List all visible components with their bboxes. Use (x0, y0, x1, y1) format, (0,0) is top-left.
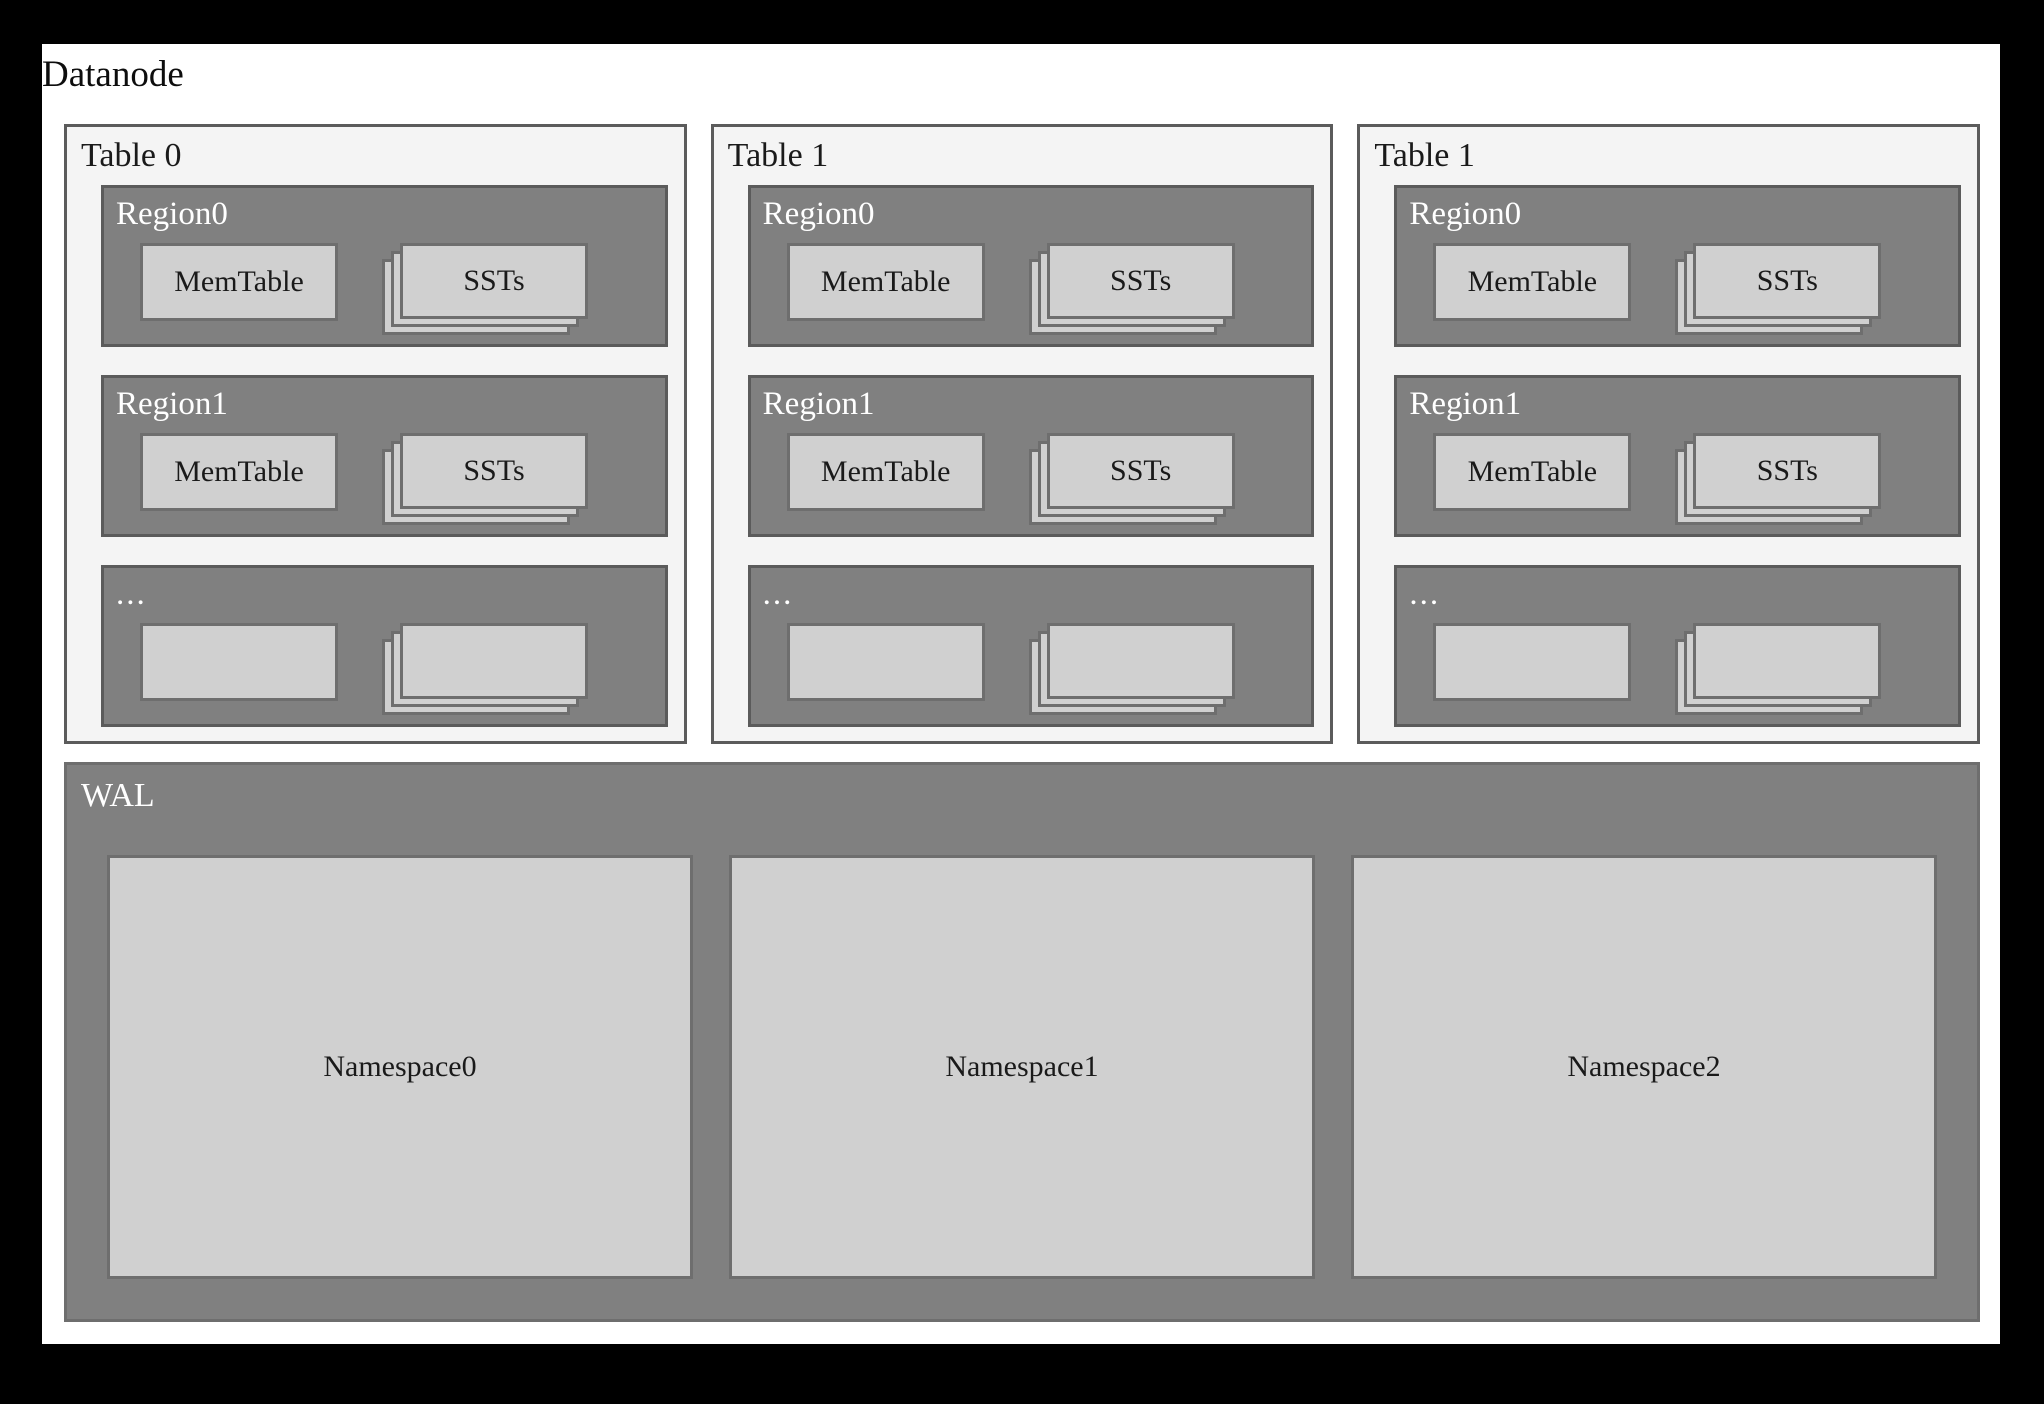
table-label: Table 0 (81, 137, 182, 174)
memtable-box[interactable] (786, 623, 985, 701)
ssts-stack[interactable] (1675, 623, 1885, 715)
ssts-sheet-front: SSTs (400, 433, 588, 509)
region-label: Region1 (762, 386, 875, 422)
region-ellipsis[interactable]: ... (747, 565, 1315, 727)
ssts-sheet-front: SSTs (400, 243, 588, 319)
region-contents: MemTable SSTs (1433, 243, 1942, 335)
region-contents: MemTable SSTs (786, 433, 1296, 525)
ssts-stack[interactable]: SSTs (382, 433, 592, 525)
ssts-sheet-front: SSTs (1046, 433, 1235, 509)
ssts-stack[interactable]: SSTs (1028, 433, 1239, 525)
memtable-box[interactable]: MemTable (140, 433, 338, 511)
ssts-stack[interactable] (1028, 623, 1239, 715)
ssts-stack[interactable]: SSTs (1675, 433, 1885, 525)
region-contents (140, 623, 649, 715)
memtable-box[interactable]: MemTable (1433, 433, 1632, 511)
datanode-title: Datanode (42, 54, 184, 95)
ssts-stack[interactable] (382, 623, 592, 715)
region-label: Region0 (1409, 196, 1522, 232)
namespace-box[interactable]: Namespace1 (729, 855, 1315, 1279)
ssts-sheet-front: SSTs (1693, 243, 1882, 319)
ssts-stack[interactable]: SSTs (1028, 243, 1239, 335)
namespace-box[interactable]: Namespace0 (107, 855, 693, 1279)
table-label: Table 1 (1374, 137, 1475, 174)
table-label: Table 1 (727, 137, 829, 174)
region-contents: MemTable SSTs (140, 243, 649, 335)
memtable-box[interactable]: MemTable (786, 433, 985, 511)
region-contents: MemTable SSTs (1433, 433, 1942, 525)
ssts-stack[interactable]: SSTs (1675, 243, 1885, 335)
region-contents (786, 623, 1296, 715)
memtable-box[interactable]: MemTable (786, 243, 985, 321)
region-label: Region1 (1409, 386, 1522, 422)
region-ellipsis[interactable]: ... (101, 565, 668, 727)
wal-label: WAL (81, 777, 155, 814)
region-ellipsis-label: ... (116, 576, 147, 612)
memtable-box[interactable] (140, 623, 338, 701)
region-ellipsis-label: ... (1409, 576, 1441, 612)
ssts-sheet-front: SSTs (1693, 433, 1882, 509)
ssts-sheet-front (1693, 623, 1882, 699)
ssts-stack[interactable]: SSTs (382, 243, 592, 335)
region-label: Region0 (762, 196, 875, 232)
region-label: Region1 (116, 386, 228, 422)
ssts-sheet-front (1046, 623, 1235, 699)
region-contents: MemTable SSTs (140, 433, 649, 525)
region-contents (1433, 623, 1942, 715)
namespace-box[interactable]: Namespace2 (1351, 855, 1937, 1279)
region-contents: MemTable SSTs (786, 243, 1296, 335)
memtable-box[interactable]: MemTable (1433, 243, 1632, 321)
ssts-sheet-front: SSTs (1046, 243, 1235, 319)
region-ellipsis[interactable]: ... (1394, 565, 1962, 727)
memtable-box[interactable]: MemTable (140, 243, 338, 321)
region-ellipsis-label: ... (762, 576, 794, 612)
memtable-box[interactable] (1433, 623, 1632, 701)
ssts-sheet-front (400, 623, 588, 699)
region-label: Region0 (116, 196, 228, 232)
